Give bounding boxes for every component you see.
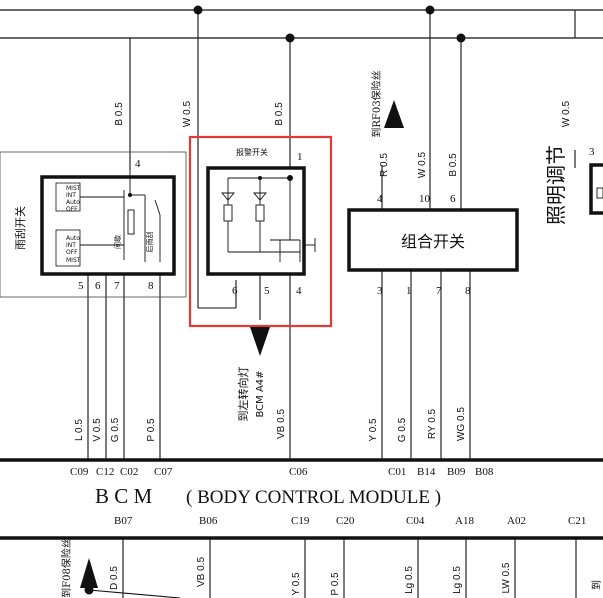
arrow-up-icon-2 xyxy=(80,558,98,588)
combo-box xyxy=(347,208,519,272)
bcm-pin-b07: B07 xyxy=(114,515,133,527)
bus-junctions xyxy=(193,5,466,43)
bcm-pin-b14: B14 xyxy=(417,466,436,478)
hazard-pin-6: 6 xyxy=(232,285,238,297)
lighting-title: 照明调节 xyxy=(544,145,568,225)
wiper-outline xyxy=(0,151,187,298)
wiper-label-off-2: OFF xyxy=(66,249,78,256)
bcm-title: B C M xyxy=(95,484,153,508)
bcm-pin-c12: C12 xyxy=(96,466,114,478)
hazard-switch: 报警开关 1 6 5 4 到左转向灯 BCM A4# xyxy=(188,135,333,422)
bcm-pin-b08: B08 xyxy=(475,466,494,478)
wire-b05-left: B 0.5 xyxy=(114,102,125,126)
wire-lg05-2: Lg 0.5 xyxy=(452,566,463,594)
wiper-title: 雨刮开关 xyxy=(13,206,27,250)
combo-switch: R 0.5 W 0.5 B 0.5 4 10 6 组合开关 3 1 7 8 xyxy=(347,152,519,297)
combo-pin-1: 1 xyxy=(406,285,412,297)
to-f08-fuse: 到F08保险丝 xyxy=(60,538,73,598)
hazard-pin-4: 4 xyxy=(296,285,302,297)
lighting-box xyxy=(589,163,603,215)
bcm-pin-a02: A02 xyxy=(507,515,526,527)
top-bus xyxy=(0,9,603,39)
wire-lw05: LW 0.5 xyxy=(501,562,512,593)
wire-vb05: VB 0.5 xyxy=(276,409,287,439)
bcm-pin-c07: C07 xyxy=(154,466,173,478)
bcm-pin-c04: C04 xyxy=(406,515,425,527)
hazard-pin-1: 1 xyxy=(297,151,303,163)
wire-ry05: RY 0.5 xyxy=(427,408,438,439)
hazard-box xyxy=(206,166,306,276)
combo-title: 组合开关 xyxy=(401,232,465,251)
combo-cond-r: R 0.5 xyxy=(379,153,390,177)
wiper-label-int: INT xyxy=(66,192,76,199)
bcm-pin-c06: C06 xyxy=(289,466,308,478)
mid-wire-labels: L 0.5 V 0.5 G 0.5 P 0.5 VB 0.5 Y 0.5 G 0… xyxy=(74,407,467,443)
arrow-down-icon xyxy=(250,327,270,356)
bcm-a4: BCM A4# xyxy=(255,370,266,417)
wiper-pin-6: 6 xyxy=(95,280,101,292)
wiper-label-mist-2: MIST xyxy=(66,257,81,264)
wiper-label-mist: MIST xyxy=(66,185,81,192)
bottom-section: 到F08保险丝 D 0.5 VB 0.5 Y 0.5 P 0.5 Lg 0.5 … xyxy=(60,538,603,598)
wire-wg05: WG 0.5 xyxy=(456,407,467,441)
combo-pin-3: 3 xyxy=(377,285,383,297)
wire-b05-mid: B 0.5 xyxy=(274,102,285,126)
to-rf03-fuse: 到RF03保险丝 xyxy=(370,70,383,137)
wire-p05: P 0.5 xyxy=(146,418,157,442)
wire-v05: V 0.5 xyxy=(92,418,103,442)
bcm-pin-c02: C02 xyxy=(120,466,138,478)
combo-pin-8: 8 xyxy=(465,285,471,297)
wiper-switch: 雨刮开关 MIST INT Auto OFF Auto INT OFF MIST… xyxy=(0,151,187,298)
hazard-highlight xyxy=(188,135,333,328)
wiper-pin-5: 5 xyxy=(78,280,84,292)
bcm-pin-b09: B09 xyxy=(447,466,466,478)
wire-w05-right: W 0.5 xyxy=(561,101,572,128)
wiper-label-back: 后雨刮 xyxy=(145,232,154,253)
wire-g05-2: G 0.5 xyxy=(397,417,408,442)
wire-l05: L 0.5 xyxy=(74,419,85,441)
combo-pin-10: 10 xyxy=(419,193,431,205)
combo-pin-4: 4 xyxy=(377,193,383,205)
lighting-adjust: 照明调节 3 xyxy=(544,145,603,225)
wiper-label-auto: Auto xyxy=(66,199,80,206)
lighting-pin-3: 3 xyxy=(589,146,595,158)
bcm-pin-a18: A18 xyxy=(455,515,474,527)
bcm-pin-c20: C20 xyxy=(336,515,355,527)
hazard-pin-5: 5 xyxy=(264,285,270,297)
wire-y05: Y 0.5 xyxy=(368,418,379,442)
combo-pin-7: 7 xyxy=(436,285,442,297)
wiper-pin-7: 7 xyxy=(114,280,120,292)
wire-y05-bottom: Y 0.5 xyxy=(291,572,302,596)
bottom-right-partial: 到 xyxy=(591,580,603,590)
to-left-turn: 到左转向灯 xyxy=(236,367,250,422)
bcm-pin-c19: C19 xyxy=(291,515,310,527)
wire-d05: D 0.5 xyxy=(109,566,120,590)
combo-cond-b: B 0.5 xyxy=(448,153,459,177)
wire-w05-left: W 0.5 xyxy=(182,101,193,128)
wire-vb05-bottom: VB 0.5 xyxy=(196,557,207,587)
combo-pin-6: 6 xyxy=(450,193,456,205)
wire-p05-bottom: P 0.5 xyxy=(330,572,341,596)
arrow-up-icon xyxy=(384,100,404,128)
wire-g05: G 0.5 xyxy=(110,417,121,442)
vertical-wires xyxy=(87,10,577,598)
bcm-subtitle: ( BODY CONTROL MODULE ) xyxy=(186,487,441,508)
wiper-label-gap: 间歇 xyxy=(113,235,122,249)
wiper-label-int-2: INT xyxy=(66,242,76,249)
bcm-pin-c01: C01 xyxy=(388,466,406,478)
combo-cond-w: W 0.5 xyxy=(417,152,428,179)
bcm-pin-c09: C09 xyxy=(70,466,89,478)
bcm-pin-b06: B06 xyxy=(199,515,218,527)
wiper-label-auto-2: Auto xyxy=(66,235,80,242)
wiper-label-off: OFF xyxy=(66,206,78,213)
wire-lg05-1: Lg 0.5 xyxy=(404,566,415,594)
bcm-pin-c21: C21 xyxy=(568,515,586,527)
wiper-box xyxy=(40,175,176,276)
wiper-pin-8: 8 xyxy=(148,280,154,292)
wiper-inner-lower xyxy=(55,229,81,267)
bcm-module: C09 C12 C02 C07 C06 C01 B14 B09 B08 B C … xyxy=(0,458,603,540)
hazard-title: 报警开关 xyxy=(236,147,268,157)
wiper-pin-top: 4 xyxy=(135,158,141,170)
